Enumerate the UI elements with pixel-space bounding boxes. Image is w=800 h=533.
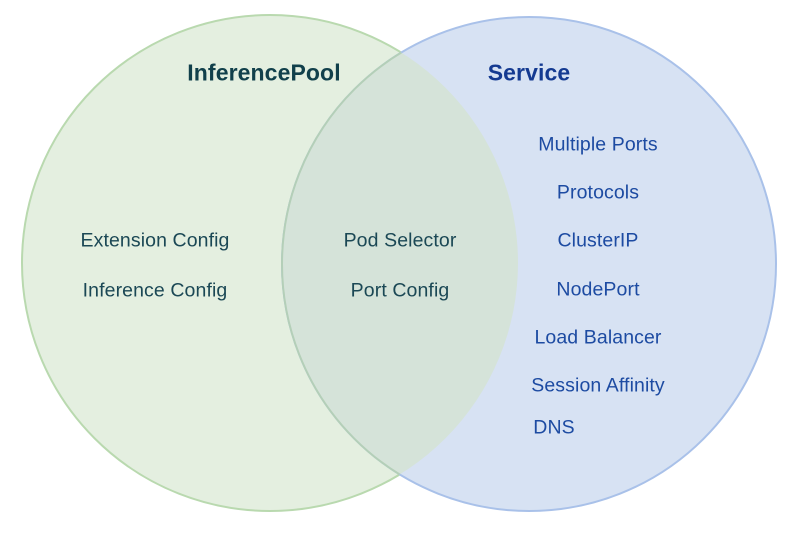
intersection-item-0: Pod Selector <box>343 229 457 252</box>
service-item-5: Session Affinity <box>531 374 665 397</box>
intersection-region <box>281 16 518 511</box>
service-item-4: Load Balancer <box>534 326 662 349</box>
service-item-6: DNS <box>533 416 575 439</box>
service-item-3: NodePort <box>556 278 640 301</box>
service-title: Service <box>487 59 571 86</box>
inferencepool-title: InferencePool <box>187 59 341 86</box>
service-item-2: ClusterIP <box>557 229 639 252</box>
inferencepool-item-1: Inference Config <box>82 279 228 302</box>
inferencepool-item-0: Extension Config <box>80 229 230 252</box>
intersection-item-1: Port Config <box>350 279 450 302</box>
service-item-1: Protocols <box>556 181 640 204</box>
service-item-0: Multiple Ports <box>538 133 658 156</box>
